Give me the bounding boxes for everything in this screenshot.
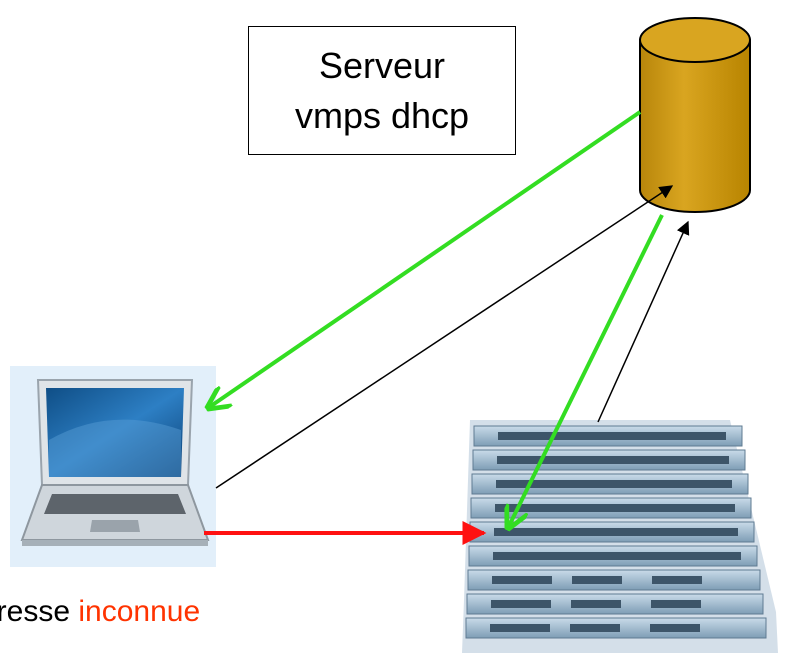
black-arrow-switch-to-server	[597, 220, 690, 423]
laptop-icon[interactable]	[10, 366, 216, 567]
server-label-line2: vmps dhcp	[294, 94, 470, 136]
network-switch-stack-icon[interactable]	[462, 420, 778, 653]
black-line-laptop-to-server	[215, 185, 674, 489]
caption-text: dresse inconnue	[0, 592, 200, 632]
server-icon[interactable]	[639, 17, 751, 213]
green-arrow-server-to-switch	[508, 214, 664, 528]
green-arrow-server-to-laptop	[208, 110, 642, 408]
server-label-line1: Serveur	[318, 44, 446, 86]
server-label-box: Serveur vmps dhcp	[248, 26, 516, 155]
caption-accent: inconnue	[78, 595, 201, 628]
caption-prefix: dresse	[0, 595, 71, 628]
